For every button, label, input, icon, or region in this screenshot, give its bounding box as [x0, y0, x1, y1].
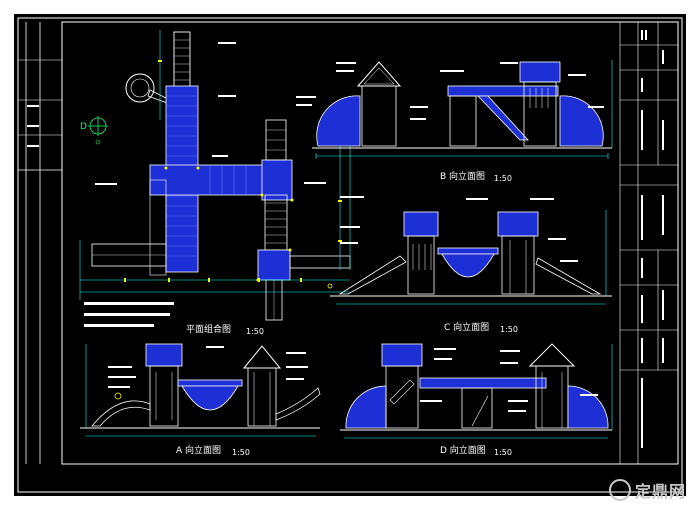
b-view-title: B 向立面图	[440, 172, 486, 182]
plan-bottom-tower	[257, 249, 291, 281]
b-right-roof	[519, 61, 561, 83]
a-elevation	[80, 343, 321, 437]
a-view-title: A 向立面图	[176, 446, 222, 456]
plan-view	[79, 30, 351, 327]
plan-notes	[84, 302, 174, 327]
plan-view-scale: 1:50	[246, 327, 264, 336]
compass-label: D	[80, 122, 87, 132]
a-bridge-bowl	[181, 385, 239, 411]
c-elevation	[327, 196, 612, 305]
plan-right-tower	[261, 159, 293, 201]
compass	[88, 116, 108, 145]
plan-view-title: 平面组合图	[186, 325, 232, 335]
c-view-scale: 1:50	[500, 325, 518, 334]
b-left-roof	[356, 61, 402, 87]
a-view-scale: 1:50	[232, 448, 250, 457]
title-block-marks	[27, 30, 664, 448]
watermark-text: 定鼎网	[634, 482, 686, 501]
d-elevation	[340, 343, 613, 439]
watermark: 定鼎网	[608, 478, 686, 502]
b-elevation	[296, 60, 613, 159]
b-view-scale: 1:50	[494, 174, 512, 183]
binding-strip	[18, 22, 62, 464]
d-view-scale: 1:50	[494, 448, 512, 457]
c-left-roof	[403, 211, 439, 237]
d-view-title: D 向立面图	[440, 446, 486, 456]
c-bridge-bowl	[441, 253, 495, 278]
outer-frame	[17, 17, 683, 493]
c-right-roof	[497, 211, 539, 237]
plan-round-platform	[125, 73, 155, 103]
inner-frame	[61, 21, 679, 465]
a-left-roof	[145, 343, 183, 367]
d-left-roof	[381, 343, 423, 367]
watermark-logo-icon	[608, 479, 631, 501]
c-view-title: C 向立面图	[444, 323, 490, 333]
title-block	[619, 22, 678, 464]
